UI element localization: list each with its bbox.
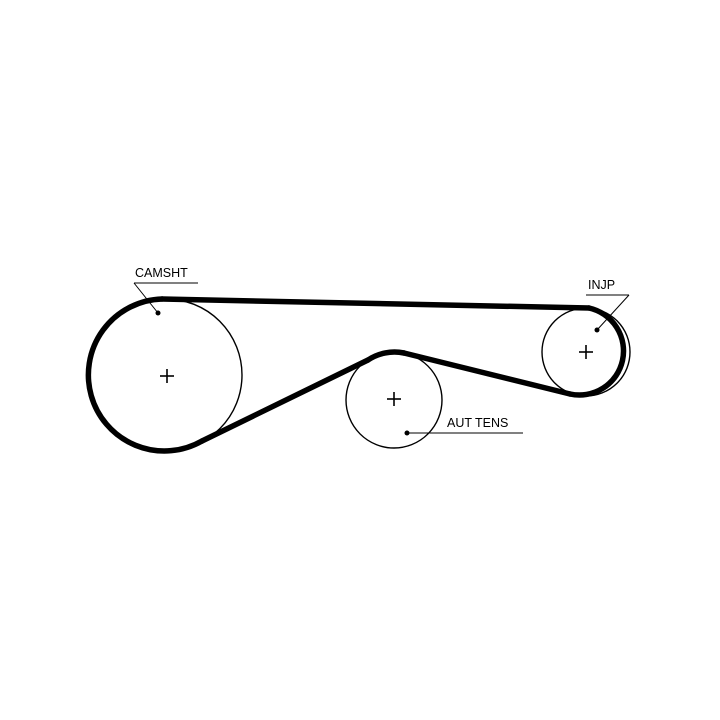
belt-lower-right-span [401,350,573,397]
belt-tensioner-wrap [365,349,407,363]
belt-camshaft-wrap [85,296,205,454]
injection-pump-leader-dot [594,327,600,333]
camshaft-label: CAMSHT [135,266,188,280]
auto-tensioner-center-mark [387,392,401,406]
camshaft-center-mark [160,369,174,383]
camshaft-leader-dot [155,310,161,316]
auto-tensioner-leader-dot [404,430,410,436]
belt-injection-pump-wrap [567,305,627,398]
belt-top-span [159,296,592,311]
injection-pump-center-mark [579,345,593,359]
auto-tensioner-label: AUT TENS [447,416,508,430]
camshaft-leader-diagonal [133,282,159,314]
injection-pump-leader-diagonal [596,294,630,331]
belt-lower-left-span [199,357,371,444]
injection-pump-label: INJP [588,278,615,292]
